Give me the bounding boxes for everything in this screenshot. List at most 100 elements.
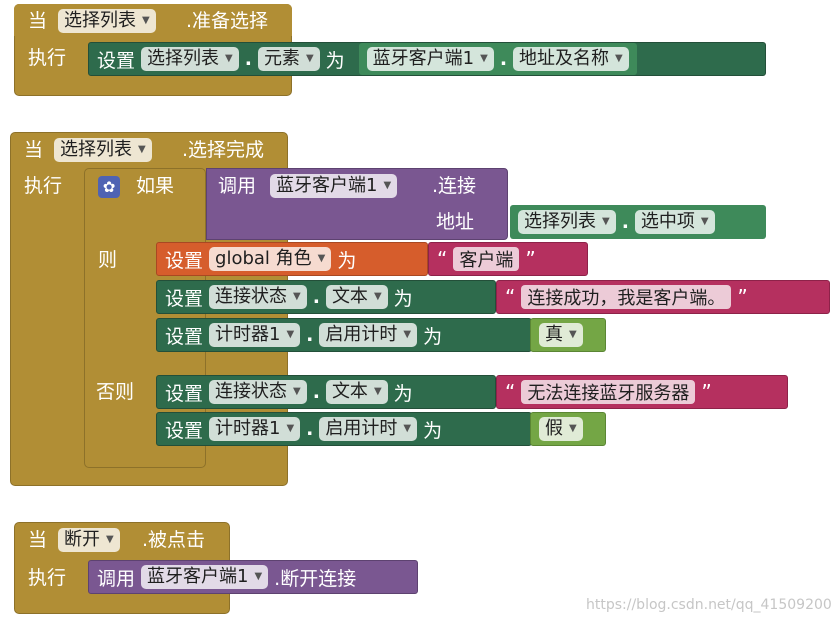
- chevron-down-icon: ▼: [569, 423, 577, 434]
- then-keyword: 则: [98, 249, 118, 271]
- text-string-block[interactable]: “ 客户端 ”: [428, 242, 588, 276]
- property-dropdown[interactable]: 元素 ▼: [257, 47, 320, 71]
- call-method: .连接: [432, 175, 477, 197]
- arg-component-dropdown[interactable]: 选择列表 ▼: [518, 210, 616, 234]
- getter-block[interactable]: 选择列表 ▼ . 选中项 ▼: [510, 205, 766, 239]
- call-keyword: 调用: [218, 175, 257, 197]
- set-keyword: 设置: [97, 49, 136, 72]
- chevron-down-icon: ▼: [373, 386, 382, 397]
- call-method: .断开连接: [274, 567, 357, 590]
- chevron-down-icon: ▼: [383, 180, 392, 191]
- dot-separator: .: [306, 324, 314, 346]
- call-component-dropdown[interactable]: 蓝牙客户端1 ▼: [141, 565, 269, 589]
- do-keyword: 执行: [24, 175, 63, 197]
- to-keyword: 为: [423, 419, 443, 442]
- property-dropdown[interactable]: 文本 ▼: [325, 285, 388, 309]
- event-component-dropdown[interactable]: 选择列表 ▼: [58, 9, 156, 33]
- source-component-dropdown[interactable]: 蓝牙客户端1 ▼: [366, 47, 494, 71]
- set-property-block[interactable]: 设置 选择列表 ▼ . 元素 ▼ 为 蓝牙客户端1 ▼ . 地址及名称 ▼: [88, 42, 766, 76]
- if-keyword: 如果: [136, 175, 175, 197]
- close-quote: ”: [737, 285, 748, 309]
- call-component-dropdown[interactable]: 蓝牙客户端1 ▼: [270, 174, 398, 198]
- property-dropdown[interactable]: 启用计时 ▼: [319, 417, 418, 441]
- dot-separator: .: [312, 286, 320, 308]
- target-component-dropdown[interactable]: 选择列表 ▼: [141, 47, 239, 71]
- to-keyword: 为: [393, 287, 413, 310]
- chevron-down-icon: ▼: [225, 53, 233, 64]
- set-keyword: 设置: [165, 419, 204, 442]
- to-keyword: 为: [325, 49, 345, 72]
- chevron-down-icon: ▼: [317, 253, 326, 264]
- chevron-down-icon: ▼: [403, 329, 412, 340]
- dropdown-value: 文本: [331, 381, 368, 402]
- chevron-down-icon: ▼: [615, 53, 623, 64]
- arg-property-dropdown[interactable]: 选中项 ▼: [634, 210, 715, 234]
- event-component-dropdown[interactable]: 断开 ▼: [58, 528, 120, 552]
- dot-separator: .: [621, 211, 629, 233]
- dropdown-value: 选择列表: [64, 10, 136, 31]
- dropdown-value: 计时器1: [215, 418, 281, 439]
- dropdown-value: 文本: [331, 286, 368, 307]
- dropdown-value: 启用计时: [325, 418, 398, 439]
- dot-separator: .: [306, 418, 314, 440]
- do-keyword: 执行: [28, 567, 67, 589]
- dropdown-value: 地址及名称: [519, 48, 610, 69]
- dropdown-value: 元素: [263, 48, 300, 69]
- property-dropdown[interactable]: 文本 ▼: [325, 380, 388, 404]
- boolean-dropdown[interactable]: 真 ▼: [539, 323, 583, 347]
- chevron-down-icon: ▼: [305, 53, 314, 64]
- event-name: .选择完成: [182, 139, 265, 161]
- source-property-dropdown[interactable]: 地址及名称 ▼: [513, 47, 629, 71]
- dropdown-value: 启用计时: [325, 324, 398, 345]
- chevron-down-icon: ▼: [700, 216, 709, 227]
- event-name: .被点击: [142, 529, 206, 551]
- dropdown-value: 选择列表: [147, 48, 220, 69]
- target-component-dropdown[interactable]: 连接状态 ▼: [209, 285, 307, 309]
- property-dropdown[interactable]: 启用计时 ▼: [319, 323, 418, 347]
- set-keyword: 设置: [165, 249, 204, 272]
- dot-separator: .: [244, 48, 252, 70]
- close-quote: ”: [525, 247, 536, 271]
- text-value[interactable]: 无法连接蓝牙服务器: [521, 380, 696, 404]
- address-param-label: 地址: [436, 211, 475, 233]
- watermark: https://blog.csdn.net/qq_41509200: [586, 597, 832, 613]
- set-property-block[interactable]: 设置 计时器1 ▼ . 启用计时 ▼ 为: [156, 318, 532, 352]
- set-property-block[interactable]: 设置 连接状态 ▼ . 文本 ▼ 为: [156, 280, 496, 314]
- boolean-dropdown[interactable]: 假 ▼: [539, 417, 583, 441]
- set-keyword: 设置: [165, 325, 204, 348]
- gear-icon[interactable]: ✿: [98, 176, 120, 198]
- chevron-down-icon: ▼: [254, 571, 263, 582]
- event-component-dropdown[interactable]: 选择列表 ▼: [54, 138, 152, 162]
- to-keyword: 为: [423, 325, 443, 348]
- global-variable-dropdown[interactable]: global 角色 ▼: [209, 247, 332, 271]
- text-string-block[interactable]: “ 连接成功，我是客户端。 ”: [496, 280, 830, 314]
- text-value[interactable]: 连接成功，我是客户端。: [521, 285, 732, 309]
- dropdown-value: 断开: [64, 529, 100, 550]
- text-value[interactable]: 客户端: [453, 247, 520, 271]
- open-quote: “: [437, 247, 448, 271]
- chevron-down-icon: ▼: [286, 423, 295, 434]
- open-quote: “: [505, 285, 516, 309]
- when-keyword: 当: [28, 529, 48, 551]
- chevron-down-icon: ▼: [480, 53, 488, 64]
- call-keyword: 调用: [97, 567, 136, 590]
- dropdown-value: 蓝牙客户端1: [276, 175, 378, 196]
- getter-block[interactable]: 蓝牙客户端1 ▼ . 地址及名称 ▼: [358, 43, 637, 75]
- target-component-dropdown[interactable]: 计时器1 ▼: [209, 323, 301, 347]
- dot-separator: .: [499, 48, 508, 70]
- call-disconnect-block[interactable]: 调用 蓝牙客户端1 ▼ .断开连接: [88, 560, 418, 594]
- target-component-dropdown[interactable]: 连接状态 ▼: [209, 380, 307, 404]
- text-string-block[interactable]: “ 无法连接蓝牙服务器 ”: [496, 375, 788, 409]
- set-global-block[interactable]: 设置 global 角色 ▼ 为: [156, 242, 428, 276]
- dropdown-value: 选中项: [640, 211, 695, 232]
- dropdown-value: 计时器1: [215, 324, 281, 345]
- logic-true-block[interactable]: 真 ▼: [530, 318, 606, 352]
- close-quote: ”: [701, 380, 712, 404]
- set-property-block[interactable]: 设置 连接状态 ▼ . 文本 ▼ 为: [156, 375, 496, 409]
- target-component-dropdown[interactable]: 计时器1 ▼: [209, 417, 301, 441]
- chevron-down-icon: ▼: [293, 386, 301, 397]
- set-property-block[interactable]: 设置 计时器1 ▼ . 启用计时 ▼ 为: [156, 412, 532, 446]
- dropdown-value: 选择列表: [524, 211, 596, 232]
- to-keyword: 为: [393, 382, 413, 405]
- logic-false-block[interactable]: 假 ▼: [530, 412, 606, 446]
